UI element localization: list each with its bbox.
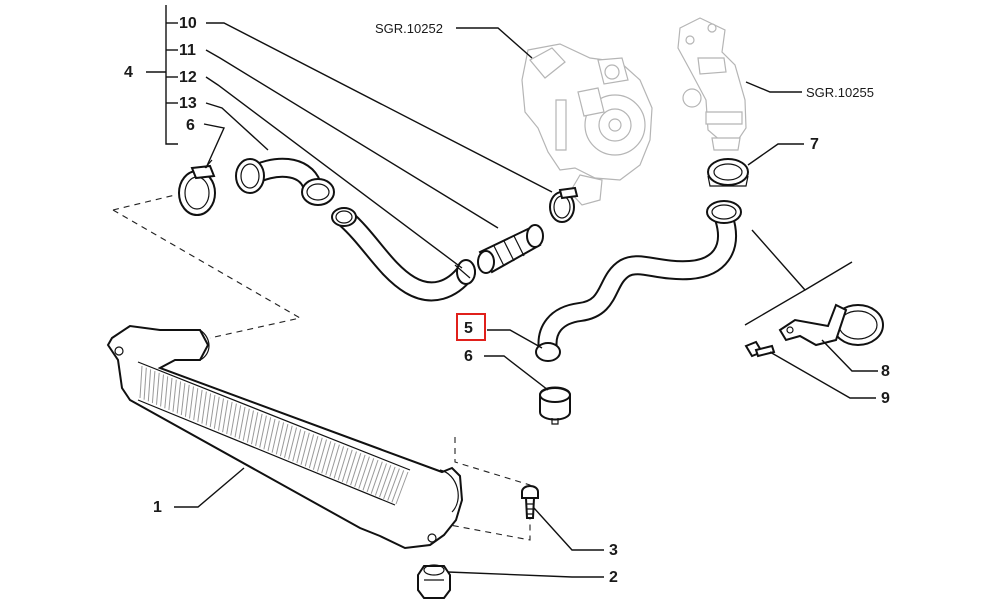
intercooler-fin	[321, 441, 332, 474]
callout-11: 11	[179, 42, 196, 59]
intercooler-hose-part-5	[535, 200, 742, 362]
hose-clamp-part-6-upper	[178, 159, 216, 216]
screw-part-3	[521, 485, 539, 519]
intercooler-fin	[197, 389, 203, 422]
intercooler-fin	[374, 463, 387, 496]
intercooler-fin	[333, 446, 345, 479]
intercooler-fin	[391, 470, 405, 503]
intercooler-fin	[284, 425, 293, 458]
intercooler-fin	[147, 369, 152, 402]
intercooler-fin	[387, 468, 400, 501]
intercooler-fin	[201, 391, 207, 424]
reference-sgr-10255: SGR.10255	[806, 85, 874, 100]
intercooler-fin	[263, 417, 272, 450]
intercooler-fin	[395, 471, 409, 505]
intercooler-fin	[176, 381, 182, 414]
intercooler-fin	[164, 376, 169, 409]
leader-lines	[146, 5, 878, 578]
intercooler-fin	[350, 453, 362, 486]
intercooler-fin	[180, 383, 186, 416]
intercooler-fin	[255, 413, 263, 446]
intercooler-fin	[288, 427, 297, 460]
intercooler-fin	[189, 386, 194, 419]
intercooler-fin	[346, 451, 357, 484]
intercooler-fin	[312, 437, 323, 470]
intercooler-fin	[151, 371, 156, 404]
intercooler-fin	[160, 374, 164, 407]
intercooler-fin	[329, 444, 340, 477]
intercooler-fin	[304, 434, 315, 467]
callout-7: 7	[810, 136, 819, 153]
callout-12: 12	[179, 69, 197, 86]
rubber-mount-part-2	[417, 564, 451, 599]
callout-6-lower: 6	[464, 348, 473, 365]
intercooler-fin	[275, 422, 285, 455]
intercooler-fin	[139, 365, 143, 399]
reference-sgr-10252: SGR.10252	[375, 21, 443, 36]
intercooler-fin	[230, 403, 237, 436]
callout-2: 2	[609, 569, 618, 586]
intercooler-fin	[246, 410, 254, 443]
bolt-part-9	[744, 340, 776, 358]
intercooler-fin	[325, 442, 336, 476]
curved-hose-part-12	[331, 207, 476, 302]
intercooler-fin	[168, 377, 173, 411]
callout-10: 10	[179, 15, 197, 32]
hose-clamp-part-7	[707, 158, 749, 187]
intercooler-fin	[279, 423, 289, 457]
intercooler-fin	[379, 465, 392, 498]
turbocharger-reference	[521, 43, 653, 206]
intercooler-fin	[366, 459, 379, 493]
intercooler-fin	[193, 388, 199, 421]
intercooler-fins	[139, 365, 409, 505]
intercooler-fin	[300, 432, 310, 465]
highlight-box-5	[456, 313, 486, 341]
intake-pipe-reference	[677, 17, 747, 151]
intercooler-fin	[234, 405, 242, 438]
callout-8: 8	[881, 363, 890, 380]
intercooler-fin	[156, 372, 160, 405]
callout-13: 13	[179, 95, 197, 112]
callout-5: 5	[464, 320, 473, 337]
elbow-hose-part-13	[235, 157, 335, 206]
intercooler-fin	[296, 430, 306, 464]
intercooler-fin	[172, 379, 177, 412]
intercooler-fin	[222, 400, 229, 433]
intercooler-fin	[213, 396, 220, 429]
intercooler-fin	[354, 454, 366, 488]
intercooler-fin	[238, 406, 246, 440]
callout-3: 3	[609, 542, 618, 559]
intercooler-fin	[271, 420, 280, 453]
intercooler-fin	[292, 429, 302, 462]
intercooler-fin	[242, 408, 250, 441]
callout-1: 1	[153, 499, 162, 516]
intercooler-fin	[209, 395, 216, 428]
intercooler-fin	[317, 439, 327, 472]
intercooler-fin	[337, 447, 349, 481]
callout-4: 4	[124, 64, 133, 81]
coupling-sleeve-part-11	[477, 224, 544, 274]
intercooler-fin	[251, 412, 259, 445]
intercooler-fin	[267, 418, 276, 452]
intercooler-fin	[259, 415, 267, 448]
intercooler-fin	[362, 458, 375, 491]
callout-6-upper: 6	[186, 117, 195, 134]
intercooler-fin	[184, 384, 190, 417]
hose-clamp-part-6-lower	[539, 386, 571, 425]
intercooler-fin	[308, 435, 319, 469]
intercooler-fin	[358, 456, 370, 489]
intercooler-fin	[370, 461, 383, 494]
intercooler-fin	[205, 393, 212, 426]
intercooler-fin	[341, 449, 353, 482]
support-bracket-part-8	[778, 303, 884, 347]
hose-clamp-part-10	[549, 186, 579, 223]
intercooler-fin	[218, 398, 224, 431]
callout-9: 9	[881, 390, 890, 407]
intercooler-fin	[143, 367, 147, 400]
intercooler-fin	[383, 466, 396, 500]
intercooler-fin	[226, 401, 233, 434]
